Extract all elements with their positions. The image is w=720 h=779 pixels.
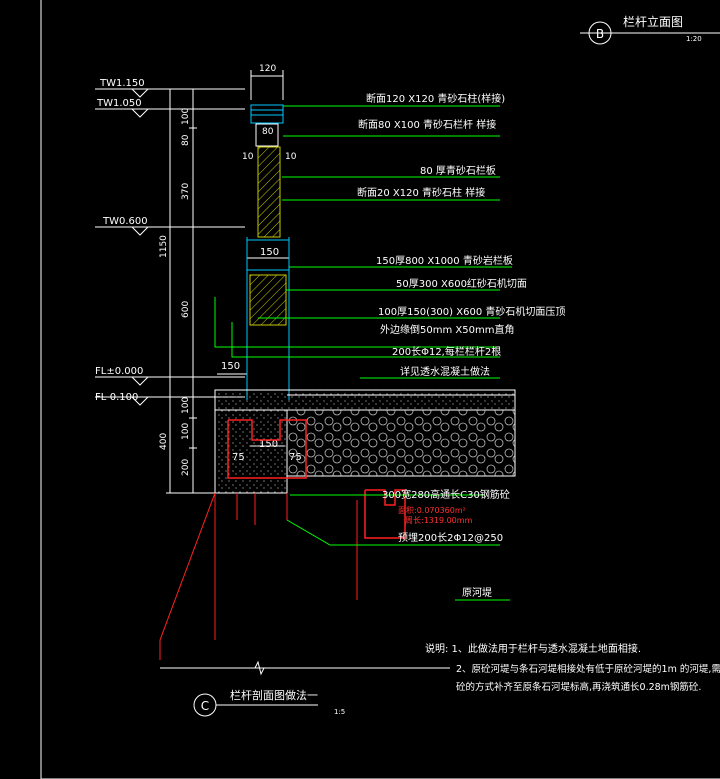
- dim-150-top: 150: [260, 247, 279, 258]
- callout-railing-section: 断面80 X100 青砂石栏杆 样接: [358, 118, 496, 131]
- notes: 说明: 1、此做法用于栏杆与透水混凝土地面相接. 2、原砼河堤与条石河堤相接处有…: [425, 642, 720, 693]
- header-title: 栏杆立面图: [623, 14, 683, 29]
- vertical-dimension-texts: 80 100 370 1150 600 100 100 400 200: [159, 108, 191, 476]
- callout-panel-80: 80 厚青砂石栏板: [420, 164, 496, 177]
- callout-red-stone: 50厚300 X600红砂石机切面: [396, 277, 527, 290]
- dim-100-b: 100: [181, 423, 191, 440]
- callout-permeable-concrete: 详见透水混凝土做法: [400, 365, 490, 378]
- header-circle: [588, 21, 612, 45]
- vertical-dimensions: [166, 88, 215, 494]
- dim-80: 80: [181, 134, 191, 146]
- dim-200: 200: [181, 459, 191, 476]
- callout-post-20x120: 断面20 X120 青砂石柱 样接: [357, 186, 485, 199]
- elevation-tw0600: TW0.600: [102, 216, 148, 227]
- elevation-fl-0100: FL-0.100: [95, 392, 138, 403]
- callout-post-section: 断面120 X120 青砂石柱(样接): [366, 92, 505, 105]
- elevation-fl0000: FL±0.000: [95, 366, 143, 377]
- dim-1150: 1150: [159, 235, 169, 258]
- header-circle-label: B: [596, 27, 604, 41]
- foundation: [159, 389, 516, 676]
- footer-title-block: C 栏杆剖面图做法一 1:5: [193, 688, 345, 717]
- callout-embedded-rebar: 预埋200长2Φ12@250: [398, 532, 503, 544]
- dim-400: 400: [159, 433, 169, 450]
- note-line-3: 砼的方式补齐至原条石河堤标高,再浇筑通长0.28m钢筋砼.: [456, 681, 701, 693]
- callout-original-embankment: 原河堤: [462, 587, 492, 599]
- callout-coping: 100厚150(300) X600 青砂石机切面压顶: [378, 305, 565, 318]
- callout-chamfer: 外边缘倒50mm X50mm直角: [380, 323, 514, 336]
- frame: [40, 0, 720, 779]
- header-title-block: B 栏杆立面图 1:20: [588, 14, 702, 45]
- elevation-tw1050: TW1.050: [96, 98, 142, 109]
- callout-c30-beam: 300宽280高通长C30钢筋砼: [382, 488, 510, 501]
- footer-title: 栏杆剖面图做法一: [230, 688, 318, 702]
- perimeter-label: 周长:1319.00mm: [405, 515, 473, 525]
- area-label: 面积:0.070360m²: [398, 505, 466, 515]
- dim-100-a: 100: [181, 397, 191, 414]
- callout-rebar: 200长Φ12,每栏栏杆2根: [392, 345, 501, 358]
- dim-10-right: 10: [285, 152, 297, 162]
- dim-370: 370: [181, 183, 191, 200]
- callout-panel-150: 150厚800 X1000 青砂岩栏板: [376, 254, 513, 267]
- footer-circle-label: C: [201, 699, 209, 713]
- footer-scale: 1:5: [334, 708, 345, 716]
- dim-600: 600: [181, 301, 191, 318]
- railing-post: [246, 104, 290, 400]
- note-line-2: 2、原砼河堤与条石河堤相接处有低于原砼河堤的1m 的河堤,需采用钢筋: [456, 663, 720, 675]
- dim-10-left: 10: [242, 152, 254, 162]
- elevation-tw1150: TW1.150: [99, 78, 145, 89]
- dim-100-top: 100: [181, 108, 191, 125]
- leader-lines: [214, 105, 512, 601]
- callouts: 断面120 X120 青砂石柱(样接) 断面80 X100 青砂石栏杆 样接 8…: [357, 92, 565, 599]
- note-line-1: 说明: 1、此做法用于栏杆与透水混凝土地面相接.: [425, 642, 641, 655]
- dim-150-mid: 150: [221, 361, 240, 372]
- dim-80-h: 80: [262, 127, 274, 137]
- header-scale: 1:20: [686, 35, 702, 43]
- dim-120: 120: [259, 64, 276, 74]
